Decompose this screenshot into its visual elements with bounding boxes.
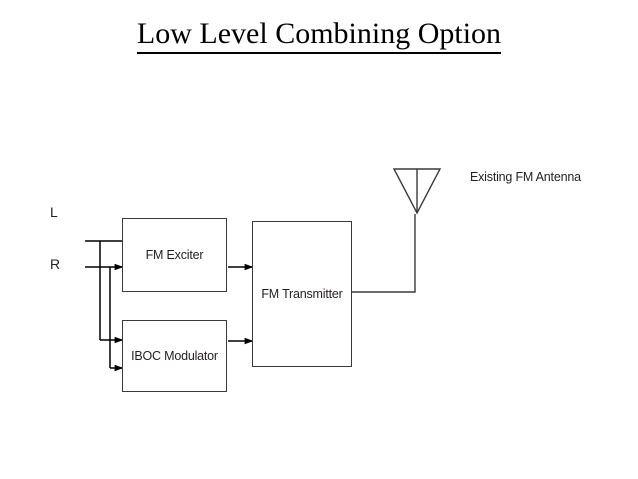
antenna-feed-wire bbox=[352, 214, 416, 293]
input-label-left-channel: L bbox=[50, 204, 58, 220]
page-title: Low Level Combining Option bbox=[0, 17, 638, 54]
block-iboc-modulator-label: IBOC Modulator bbox=[131, 349, 218, 363]
antenna-label: Existing FM Antenna bbox=[470, 170, 581, 184]
input-label-right-channel: R bbox=[50, 256, 61, 272]
block-iboc-modulator: IBOC Modulator bbox=[122, 320, 227, 392]
block-interconnect-wires bbox=[228, 263, 254, 345]
input-bus-wires bbox=[85, 240, 124, 372]
block-fm-exciter-label: FM Exciter bbox=[145, 248, 204, 262]
wire-transmitter-to-antenna bbox=[352, 214, 416, 293]
page-title-text: Low Level Combining Option bbox=[136, 17, 502, 54]
block-fm-exciter: FM Exciter bbox=[122, 218, 227, 292]
antenna-triangle-icon bbox=[392, 168, 442, 215]
block-fm-transmitter-label: FM Transmitter bbox=[261, 287, 343, 301]
block-fm-transmitter: FM Transmitter bbox=[252, 221, 352, 367]
